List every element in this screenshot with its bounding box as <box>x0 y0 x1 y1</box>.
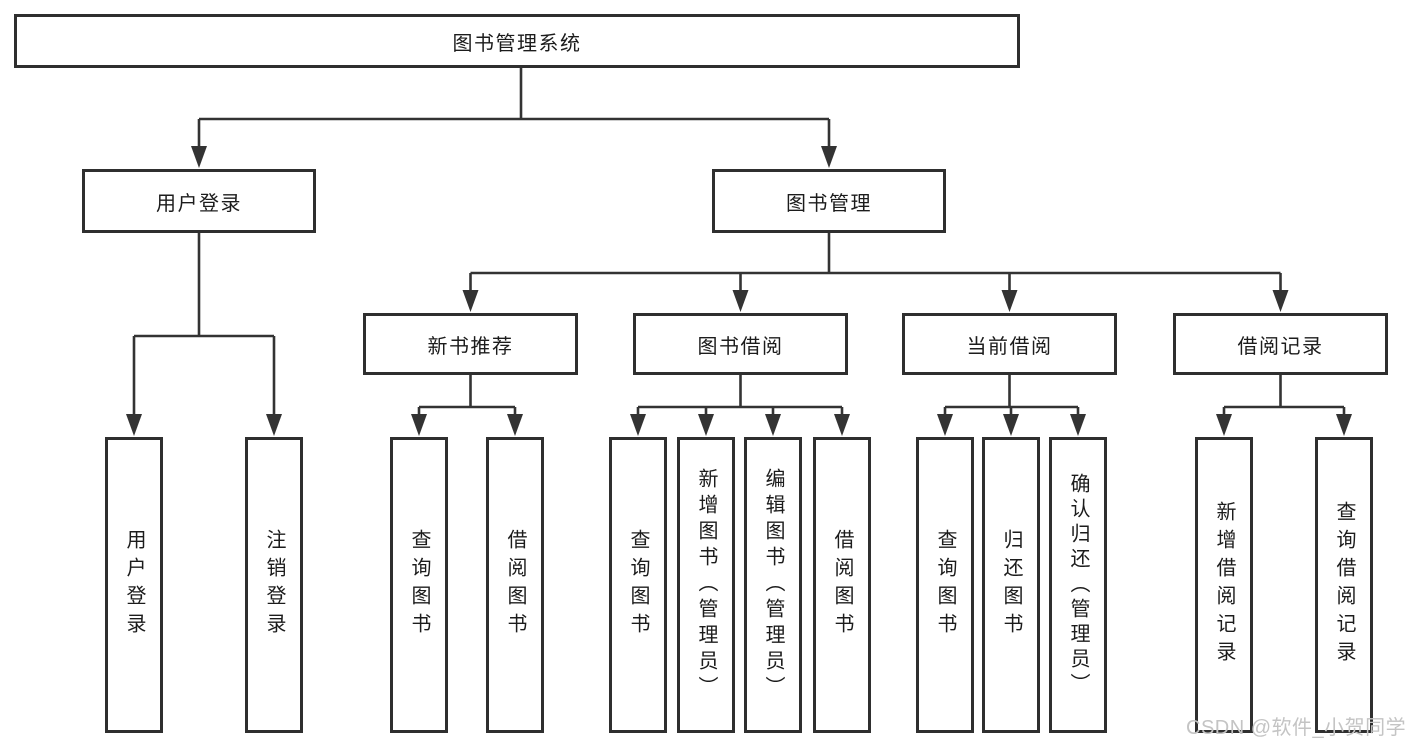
leaf-query-borrow-record: 查询借阅记录 <box>1315 437 1373 733</box>
leaf-borrowing-query-books: 查询图书 <box>609 437 667 733</box>
node-borrow-records: 借阅记录 <box>1173 313 1388 375</box>
arrowheads <box>126 146 1352 436</box>
leaf-return-books: 归还图书 <box>982 437 1040 733</box>
watermark: CSDN @软件_小贺同学 <box>1186 717 1405 739</box>
leaf-logout: 注销登录 <box>245 437 303 733</box>
leaf-edit-books-admin: 编辑图书（管理员） <box>744 437 802 733</box>
leaf-confirm-return-admin: 确认归还（管理员） <box>1049 437 1107 733</box>
leaf-add-borrow-record: 新增借阅记录 <box>1195 437 1253 733</box>
node-current-borrowing: 当前借阅 <box>902 313 1117 375</box>
leaf-recommend-borrow-books: 借阅图书 <box>486 437 544 733</box>
node-book-borrowing: 图书借阅 <box>633 313 848 375</box>
node-new-book-recommend: 新书推荐 <box>363 313 578 375</box>
connector-shafts <box>132 68 1346 415</box>
node-root: 图书管理系统 <box>14 14 1020 68</box>
leaf-recommend-query-books: 查询图书 <box>390 437 448 733</box>
node-book-management: 图书管理 <box>712 169 946 233</box>
leaf-user-login: 用户登录 <box>105 437 163 733</box>
node-user-login: 用户登录 <box>82 169 316 233</box>
leaf-add-books-admin: 新增图书（管理员） <box>677 437 735 733</box>
leaf-current-query-books: 查询图书 <box>916 437 974 733</box>
leaf-borrowing-borrow-books: 借阅图书 <box>813 437 871 733</box>
